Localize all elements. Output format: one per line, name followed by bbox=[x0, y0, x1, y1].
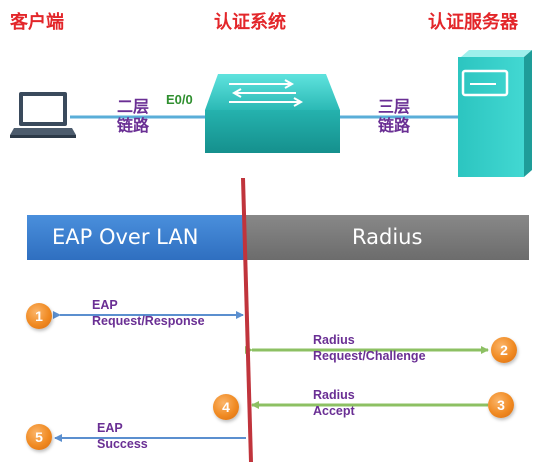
layer3-link-label-line2: 链路 bbox=[378, 116, 411, 135]
message-1-label: EAP Request/Response bbox=[92, 297, 205, 329]
message-3-label: Radius Accept bbox=[313, 387, 355, 419]
message-3-line2: Accept bbox=[313, 404, 355, 418]
client-title: 客户端 bbox=[10, 12, 64, 33]
step-3-badge: 3 bbox=[488, 392, 514, 418]
layer2-link-label-line1: 二层 bbox=[117, 97, 150, 116]
radius-band-label: Radius bbox=[352, 225, 423, 249]
layer3-link-label-line1: 三层 bbox=[378, 97, 411, 116]
laptop-icon bbox=[10, 92, 76, 138]
protocol-divider-line bbox=[241, 177, 253, 463]
message-2-label: Radius Request/Challenge bbox=[313, 332, 426, 364]
layer2-link-label-line2: 链路 bbox=[117, 116, 150, 135]
message-1-line2: Request/Response bbox=[92, 314, 205, 328]
port-label: E0/0 bbox=[166, 92, 193, 107]
topology-diagram bbox=[10, 50, 532, 177]
auth-system-title: 认证系统 bbox=[214, 12, 286, 33]
eapol-band-label: EAP Over LAN bbox=[52, 225, 199, 249]
message-2-line1: Radius bbox=[313, 333, 355, 347]
message-2-line2: Request/Challenge bbox=[313, 349, 426, 363]
eapol-band: EAP Over LAN bbox=[27, 215, 245, 260]
message-5-label: EAP Success bbox=[97, 420, 148, 452]
switch-icon bbox=[205, 74, 340, 153]
step-4-badge: 4 bbox=[213, 394, 239, 420]
step-5-badge: 5 bbox=[26, 424, 52, 450]
message-3-line1: Radius bbox=[313, 388, 355, 402]
layer3-link-label: 三层 链路 bbox=[378, 97, 410, 135]
step-2-badge: 2 bbox=[491, 337, 517, 363]
auth-server-title: 认证服务器 bbox=[428, 12, 518, 33]
radius-band: Radius bbox=[245, 215, 529, 260]
server-icon bbox=[458, 50, 532, 177]
message-1-line1: EAP bbox=[92, 298, 118, 312]
message-5-line2: Success bbox=[97, 437, 148, 451]
layer2-link-label: 二层 链路 bbox=[117, 97, 149, 135]
message-5-line1: EAP bbox=[97, 421, 123, 435]
step-1-badge: 1 bbox=[26, 303, 52, 329]
